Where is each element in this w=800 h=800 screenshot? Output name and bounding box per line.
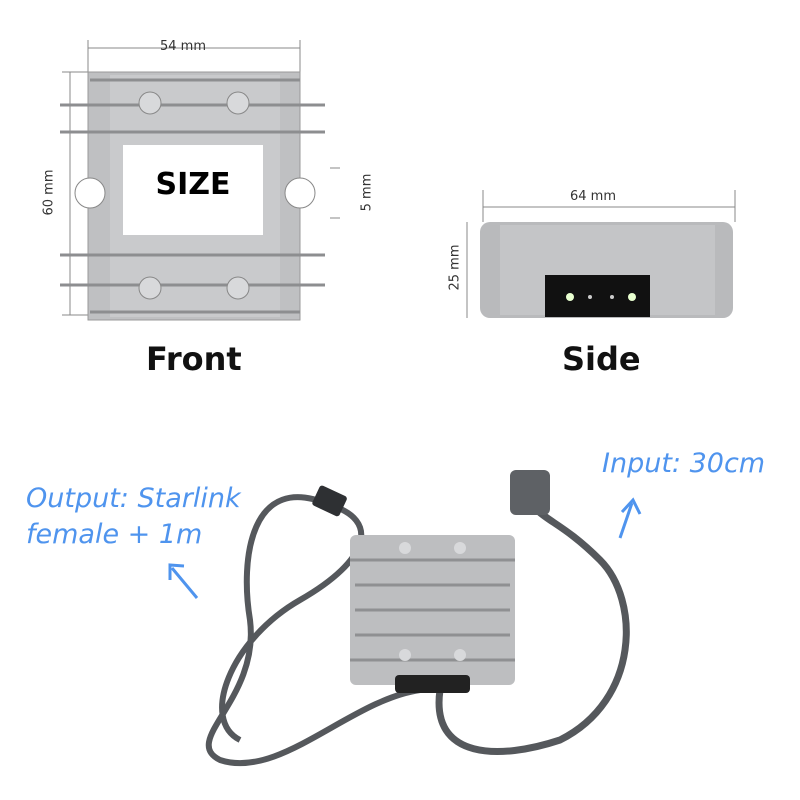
input-arrow-icon [618,497,642,539]
front-hole-label: 5 mm [359,173,375,212]
output-label-line1: Output: Starlink [26,483,241,514]
output-label-line2: female + 1m [26,519,203,550]
output-arrow-icon [168,563,199,599]
side-height-label: 25 mm [447,244,463,291]
device-with-cables [205,470,630,767]
front-width-label: 54 mm [160,39,207,54]
front-caption: Front [146,340,242,378]
input-label: Input: 30cm [602,448,766,479]
side-width-label: 64 mm [570,189,617,204]
side-view-device [466,190,736,318]
size-badge: SIZE [155,167,231,202]
front-height-label: 60 mm [41,169,57,216]
side-caption: Side [562,340,641,378]
front-view-device [60,40,340,321]
